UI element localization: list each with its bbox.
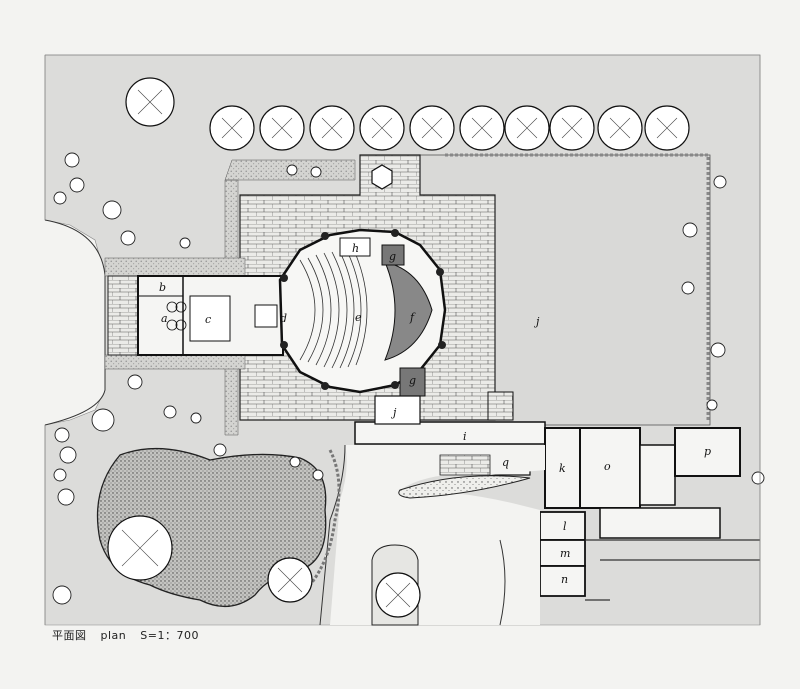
label-o: o: [604, 460, 611, 473]
label-i: i: [463, 430, 467, 443]
caption-english: plan: [100, 629, 127, 642]
room-labels: a b c d e f g g h i j j k l m n o p q: [159, 242, 711, 586]
label-f: f: [409, 311, 416, 324]
label-g-bottom: g: [409, 374, 416, 387]
label-h: h: [352, 242, 359, 255]
building-k: [544, 427, 581, 509]
driveway-curve: [44, 219, 106, 426]
label-j-lawn: j: [533, 315, 540, 328]
label-d: d: [280, 312, 287, 325]
label-q: q: [502, 456, 509, 469]
label-a: a: [161, 312, 168, 325]
entry-walk-lower: [104, 354, 246, 370]
corridor-i: [354, 421, 546, 445]
road-area: [330, 445, 545, 625]
label-j-small: j: [390, 406, 397, 419]
caption-japanese: 平面図: [52, 629, 87, 642]
label-n: n: [561, 573, 568, 586]
plan-caption: 平面図 plan S=1：700: [52, 627, 209, 643]
building-link: [639, 444, 676, 506]
entry-steps-lower: [439, 454, 491, 476]
label-m: m: [560, 547, 570, 560]
lower-walls: [585, 539, 760, 601]
label-l: l: [563, 520, 567, 533]
room-j-small: [374, 395, 421, 425]
island-curve: [398, 475, 531, 499]
stair-block: [487, 391, 514, 421]
caption-scale: S=1：700: [140, 629, 199, 642]
hex-pavilion: [371, 164, 393, 190]
room-m: [539, 539, 586, 567]
label-e: e: [355, 311, 362, 324]
entry-walk: [104, 257, 246, 277]
lawn-pebble-border: [445, 153, 710, 420]
label-p: p: [704, 445, 711, 458]
shrubs: [52, 152, 765, 605]
building-lower-wing: [599, 507, 721, 539]
building-o: [579, 427, 641, 509]
label-b: b: [159, 281, 166, 294]
entry-steps: [107, 275, 139, 356]
auditorium: [278, 228, 447, 397]
building-p: [674, 427, 741, 477]
boundary-wall: [44, 54, 761, 625]
label-k: k: [559, 462, 566, 475]
room-n: [539, 565, 586, 597]
label-c: c: [205, 313, 211, 326]
pond-border: [308, 449, 341, 586]
label-g-top: g: [389, 250, 396, 263]
road-edge-right: [499, 539, 506, 626]
